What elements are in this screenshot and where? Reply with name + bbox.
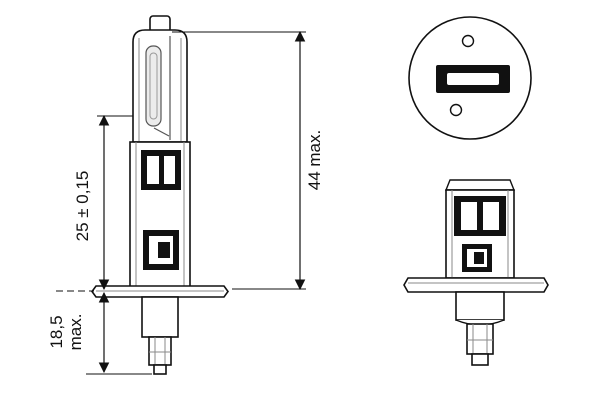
dimension-44-label: 44 max. [305,130,324,190]
bottom-tab [153,364,167,375]
flange-3d [403,277,549,293]
dimension-18-5-value: 18,5 [47,315,66,348]
screw-hole-bottom [449,103,463,117]
contact-window-upper-3d [454,196,506,236]
dimension-25: 25 ± 0,15 [56,114,133,292]
dimension-18-5: 18,5max. [47,291,152,375]
cap-top-view [408,16,532,140]
neck-3d [455,291,505,321]
filament-sleeve [145,45,162,127]
filament-lead [153,127,170,137]
dimension-18-5-suffix: max. [66,314,85,351]
screw-hole-top [461,34,475,48]
contact-window-upper [141,150,181,190]
base-neck [141,296,179,338]
filament-inner [149,52,158,120]
terminal-3d [466,323,494,355]
side-view [91,15,229,375]
dimension-44: 44 max. [172,30,324,291]
base-perspective-view [403,179,549,366]
bottom-tab-3d [471,353,489,366]
dimension-25-label: 25 ± 0,15 [73,171,92,242]
contact-window-lower [143,230,179,270]
contact-window-lower-3d [462,244,492,272]
terminal [148,336,172,366]
connector-slot [447,73,499,85]
base-top-face [444,179,516,191]
dimension-18-5-label: 18,5max. [47,314,85,351]
